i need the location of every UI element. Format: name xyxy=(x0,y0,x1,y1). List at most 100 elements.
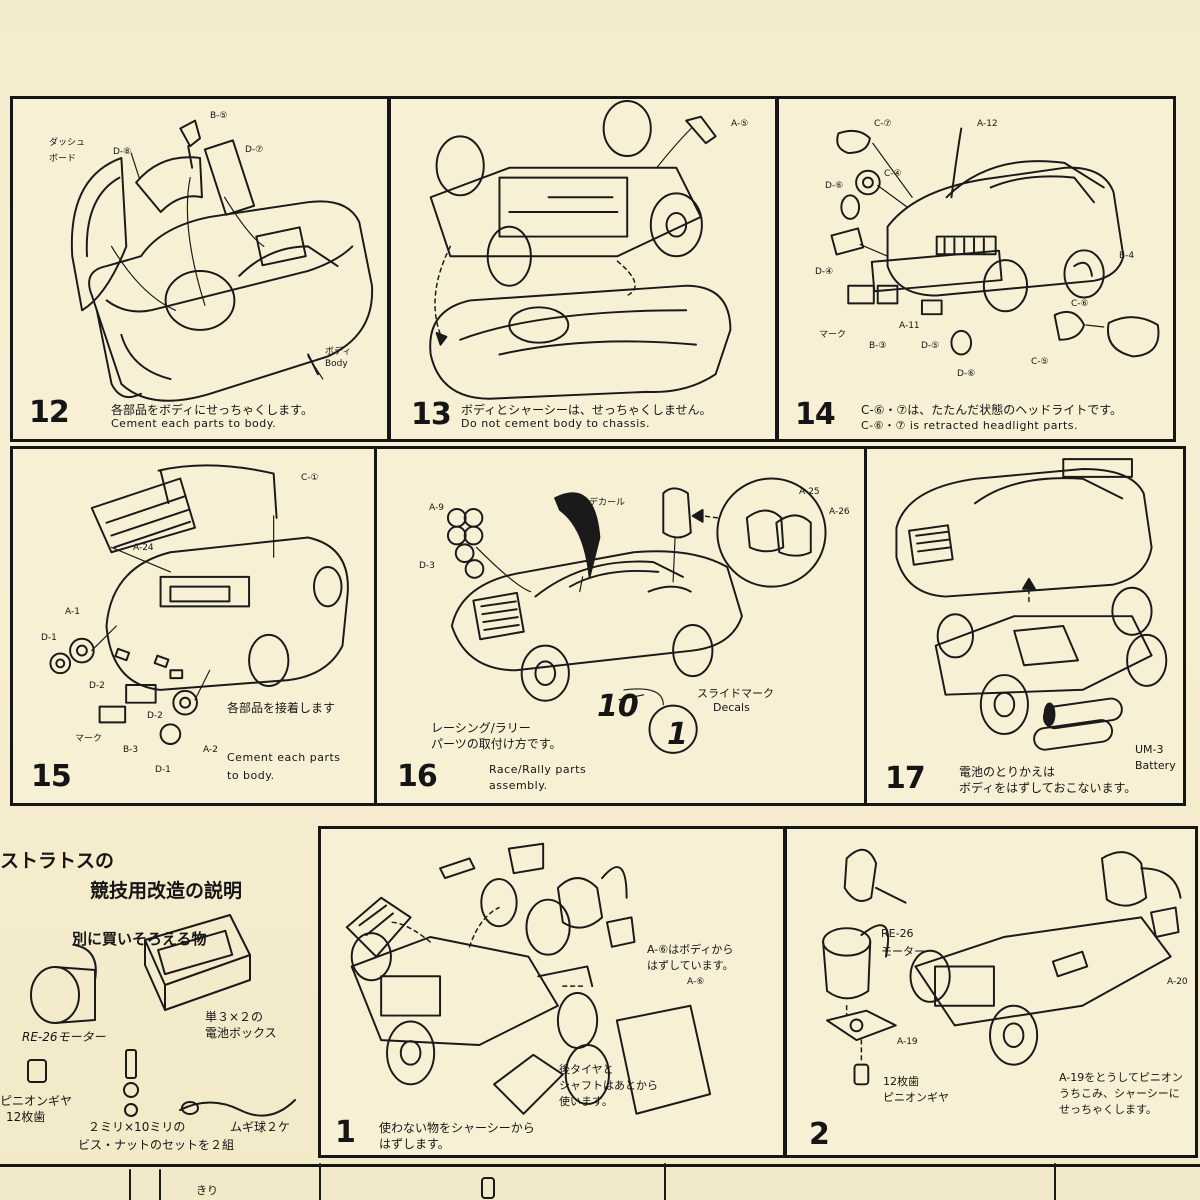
label-tire-2: シャフトはあとから xyxy=(559,1079,658,1092)
label-d6-top: D-⑥ xyxy=(825,181,844,191)
mod-step-2-illustration xyxy=(822,848,1182,1086)
label-d6-bottom: D-⑥ xyxy=(957,369,976,379)
item-motor: RE-26モーター xyxy=(22,1030,106,1044)
label-a24: A-24 xyxy=(133,543,154,553)
label-slide-jp: スライドマーク xyxy=(697,687,774,700)
label-dash-2: ボード xyxy=(49,154,77,164)
step-caption-en: Cement each parts to body. xyxy=(111,417,277,430)
mod-title-2: 競技用改造の説明 xyxy=(90,880,243,902)
label-a6-note-2: はずしています。 xyxy=(647,959,734,972)
label-dash-1: ダッシュ xyxy=(49,138,86,148)
mod-subtitle: 別に買いそろえる物 xyxy=(72,930,207,948)
step-number: 2 xyxy=(809,1117,830,1152)
step-caption-en-2: assembly. xyxy=(489,779,548,792)
label-a26: A-26 xyxy=(829,507,850,517)
label-d4: D-④ xyxy=(815,267,834,277)
step-caption-jp: ボディとシャーシーは、せっちゃくしません。 xyxy=(461,403,712,417)
label-c4: C-④ xyxy=(884,169,902,179)
label-um3: UM-3 xyxy=(1135,743,1164,756)
label-mark: マーク xyxy=(819,330,847,340)
modification-section: ストラトスの 競技用改造の説明 別に買いそろえる物 RE-26モーター 単３×２… xyxy=(0,820,315,1160)
label-b3: B-3 xyxy=(123,745,139,755)
label-a2: A-2 xyxy=(203,745,218,755)
label-pinion-1: 12枚歯 xyxy=(883,1075,919,1088)
step-caption-jp: 各部品を接着します xyxy=(227,701,336,715)
step-number: 15 xyxy=(31,759,72,794)
label-a6-note-1: A-⑥はボディから xyxy=(647,943,734,956)
label-battery: Battery xyxy=(1135,759,1176,772)
label-tire-1: 後タイヤと xyxy=(559,1063,614,1076)
label-b4: B-4 xyxy=(1119,251,1135,261)
label-motor: モーター xyxy=(881,945,925,958)
decal-number-ten: 10 xyxy=(597,689,639,724)
decal-number-one: 1 xyxy=(667,717,688,752)
step-17-illustration xyxy=(895,458,1168,751)
step-number: 16 xyxy=(397,759,438,794)
step-caption-jp-1: レーシング/ラリー xyxy=(431,721,531,735)
label-a12: A-12 xyxy=(977,119,998,129)
step-15-panel: C-① A-24 A-1 D-1 D-2 D-2 A-2 マーク B-3 D-1… xyxy=(10,446,378,806)
label-b3: B-③ xyxy=(869,341,887,351)
label-slide-en: Decals xyxy=(713,701,750,714)
step-number: 17 xyxy=(885,761,926,796)
mod-title-1: ストラトスの xyxy=(0,850,115,872)
step-number: 13 xyxy=(411,397,452,432)
bottom-divider xyxy=(0,1164,1200,1167)
label-pinion-2: ピニオンギヤ xyxy=(883,1091,949,1104)
step-17-panel: UM-3 Battery 17 電池のとりかえは ボディをはずしておこないます。 xyxy=(864,446,1186,806)
label-a1: A-1 xyxy=(65,607,80,617)
label-d8: D-⑧ xyxy=(113,147,132,157)
label-note-2: うちこみ、シャーシーに xyxy=(1059,1087,1180,1100)
item-battbox-2: 電池ボックス xyxy=(205,1026,277,1040)
label-kiri: きり xyxy=(196,1184,218,1197)
label-a9: A-9 xyxy=(429,503,444,513)
label-decal-jp: デカール xyxy=(589,498,626,508)
step-14-panel: C-⑦ A-12 C-④ D-⑥ D-④ B-4 マーク A-11 B-③ D-… xyxy=(776,96,1176,442)
label-d2-right: D-2 xyxy=(147,711,163,721)
step-14-illustration xyxy=(830,127,1160,358)
label-b5: B-⑤ xyxy=(210,111,228,121)
step-13-illustration xyxy=(429,99,732,400)
label-a5: A-⑤ xyxy=(731,119,749,129)
step-caption-jp-2: ボディをはずしておこないます。 xyxy=(959,781,1137,795)
mod-step-1-panel: A-⑥はボディから はずしています。 A-⑥ 後タイヤと シャフトはあとから 使… xyxy=(318,826,786,1158)
step-caption-jp-1: 電池のとりかえは xyxy=(959,765,1056,779)
item-screws-2: ビス・ナットのセットを２組 xyxy=(78,1138,235,1152)
label-d1-bottom: D-1 xyxy=(155,765,171,775)
label-d5: D-⑤ xyxy=(921,341,940,351)
step-16-illustration xyxy=(446,477,827,754)
label-a19: A-19 xyxy=(897,1037,918,1047)
step-caption-en: C-⑥・⑦ is retracted headlight parts. xyxy=(861,419,1079,432)
step-number: 14 xyxy=(795,397,836,432)
item-pinion-1: ピニオンギヤ xyxy=(0,1094,73,1108)
label-tire-3: 使います。 xyxy=(559,1095,613,1108)
step-caption-en-2: to body. xyxy=(227,769,275,782)
label-body-en: Body xyxy=(325,359,348,369)
step-caption-jp: 各部品をボディにせっちゃくします。 xyxy=(111,403,313,417)
label-a25: A-25 xyxy=(799,487,820,497)
label-re26: RE-26 xyxy=(881,927,914,940)
label-d2-left: D-2 xyxy=(89,681,105,691)
mod-step-2-panel: RE-26 モーター A-19 12枚歯 ピニオンギヤ A-20 A-19をとう… xyxy=(784,826,1198,1158)
required-parts-illustration xyxy=(27,914,296,1117)
step-caption-jp: C-⑥・⑦は、たたんだ状態のヘッドライトです。 xyxy=(861,403,1123,417)
label-d7: D-⑦ xyxy=(245,145,264,155)
mod-step-1-illustration xyxy=(345,842,712,1115)
label-note-3: せっちゃくします。 xyxy=(1059,1103,1157,1116)
label-note-1: A-19をとうしてピニオン xyxy=(1059,1071,1183,1084)
step-caption-en: Do not cement body to chassis. xyxy=(461,417,651,430)
step-number: 1 xyxy=(335,1115,356,1150)
item-screws-1: ２ミリ×10ミリの xyxy=(88,1120,186,1134)
step-caption-jp-1: 使わない物をシャーシーから xyxy=(379,1121,535,1135)
step-15-illustration xyxy=(49,464,349,745)
label-a6: A-⑥ xyxy=(687,977,705,987)
step-13-panel: A-⑤ 13 ボディとシャーシーは、せっちゃくしません。 Do not ceme… xyxy=(388,96,778,442)
label-c6: C-⑥ xyxy=(1071,299,1089,309)
label-c5: C-⑤ xyxy=(1031,357,1049,367)
step-caption-en-1: Cement each parts xyxy=(227,751,341,764)
step-12-panel: B-⑤ D-⑧ D-⑦ ダッシュ ボード ボディ Body 12 各部品をボディ… xyxy=(10,96,390,442)
label-a11: A-11 xyxy=(899,321,920,331)
step-12-illustration xyxy=(70,119,374,402)
